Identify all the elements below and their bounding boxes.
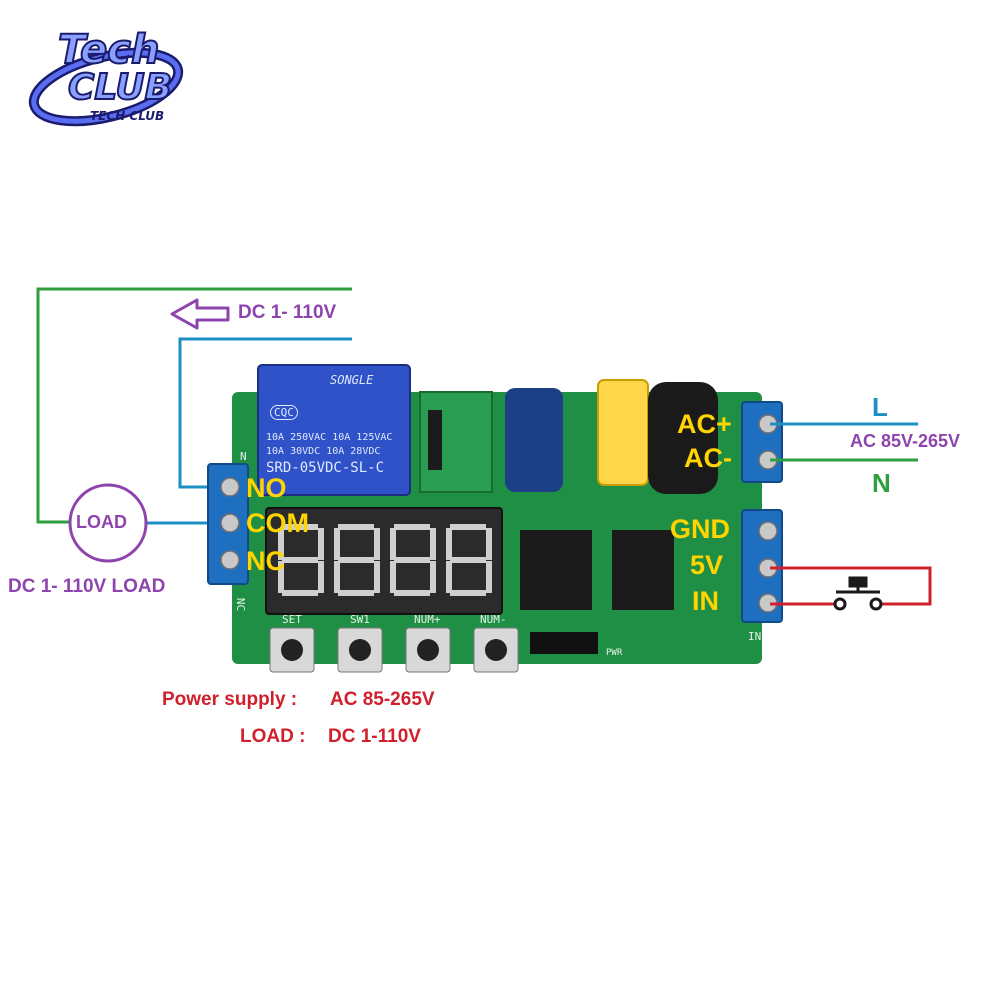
power-supply-key: Power supply : [162,689,298,710]
seven-segment-display [265,507,503,615]
red-switch-wire-top [770,566,932,606]
power-supply-value: AC 85-265V [330,689,435,710]
terminal-label-ac-minus: AC- [684,443,732,473]
button-label-num-plus: NUM+ [414,613,441,626]
green-load-wire [36,287,352,524]
line-label: L [872,392,888,422]
terminal-label-com: COM [246,508,309,538]
power-terminal-block [741,401,783,483]
relay-model: SRD-05VDC-SL-C [266,460,385,476]
button-label-num-minus: NUM- [480,613,507,626]
button-label-sw1: SW1 [350,613,370,626]
silk-nc: NC [234,597,248,612]
silk-in: IN [748,630,762,643]
relay-rating-1: 10A 250VAC 10A 125VAC [266,432,393,443]
relay-rating-2: 10A 30VDC 10A 28VDC [266,446,381,457]
arrow-left-icon [170,298,230,330]
silk-pwr: PWR [606,648,623,658]
terminal-label-no: NO [246,473,287,503]
load-key: LOAD : [240,726,306,747]
relay [257,364,411,496]
tech-club-logo: Tech CLUB TECH CLUB [28,25,188,135]
dc-load-label: DC 1- 110V LOAD [8,576,166,597]
load-value: DC 1-110V [328,726,421,747]
ac-range-label: AC 85V-265V [850,431,961,451]
logo-text-tech: Tech [57,26,160,74]
silk-n: N [240,450,247,463]
seven-segment-digits [278,524,492,596]
terminal-label-in: IN [692,586,719,616]
neutral-label: N [872,468,891,498]
relay-cert: CQC [270,405,298,420]
dc-input-label: DC 1- 110V [238,302,337,323]
relay-brand: SONGLE [330,373,374,387]
load-circle-label: LOAD [76,512,127,532]
terminal-label-gnd: GND [670,514,730,544]
terminal-label-5v: 5V [690,550,724,580]
button-graphics [269,627,519,673]
terminal-label-nc: NC [246,546,285,576]
push-switch-icon [833,576,883,611]
button-label-set: SET [282,613,302,626]
load-circle [68,483,148,563]
terminal-label-ac-plus: AC+ [677,409,732,439]
logo-text-small: TECH CLUB [90,109,165,123]
logo-swoosh-icon [28,47,184,127]
logo-text-club: CLUB [67,66,173,109]
